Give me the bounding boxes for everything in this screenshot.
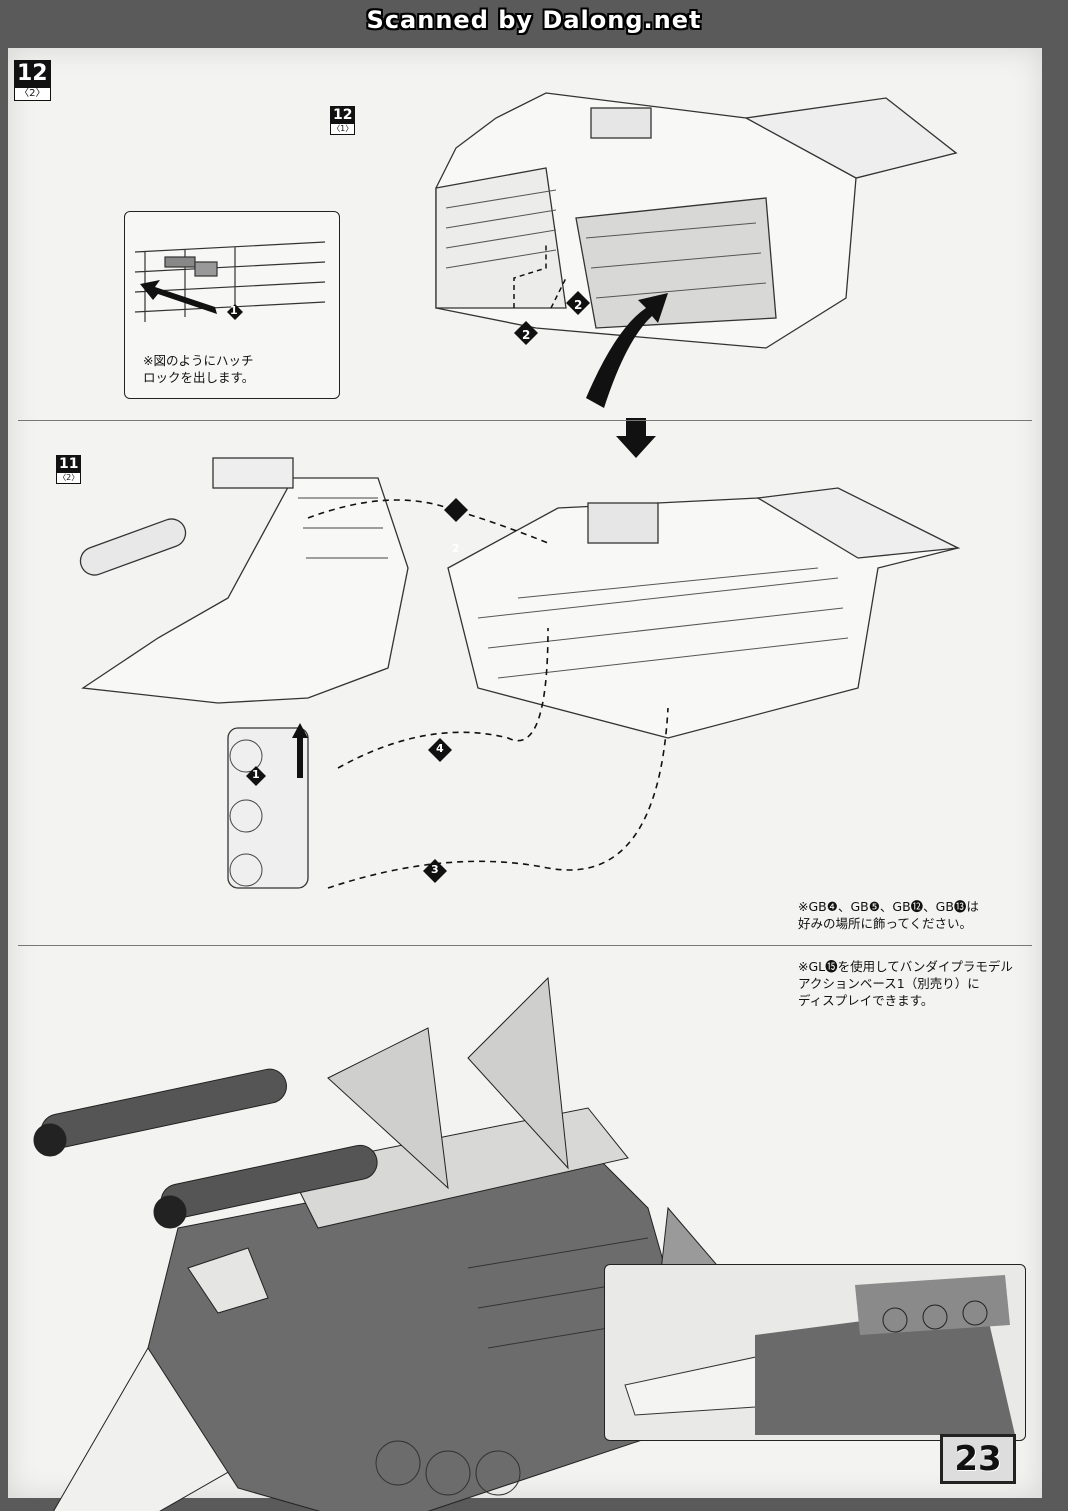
gb-parts-note: ※GB❹、GB❺、GB⓬、GB⓭は 好みの場所に飾ってください。: [798, 899, 979, 931]
ref-sub: 〈1〉: [330, 124, 356, 135]
down-arrow-icon: [616, 418, 656, 458]
ref-number: 12: [330, 106, 356, 124]
manual-page: 12 〈2〉 12 〈1〉 ※図のようにハッチ ロックを出します。 1: [8, 48, 1042, 1511]
front-module-diagram: [79, 457, 409, 889]
step-number: 12: [14, 60, 51, 88]
step-badge-top: 12 〈2〉: [14, 60, 51, 101]
hatch-lock-inset: ※図のようにハッチ ロックを出します。: [124, 211, 340, 399]
hatch-lock-note: ※図のようにハッチ ロックを出します。: [143, 353, 255, 385]
section-divider-2: [18, 945, 1032, 946]
callout-top-two-b: 2: [574, 298, 583, 312]
dashed-connectors: [307, 498, 669, 889]
step-ref-badge-top: 12 〈1〉: [330, 106, 356, 135]
vehicle-diagram-mid: [447, 487, 961, 739]
gl-display-note: ※GL⓯を使用してバンダイプラモデル アクションベース1（別売り）に ディスプレ…: [798, 959, 1013, 1008]
callout-inset-one-label: 1: [230, 304, 238, 317]
callout-mid-two: 2: [452, 542, 460, 555]
callout-mid-one-mark: [246, 766, 266, 786]
callout-top-two-a: 2: [522, 328, 531, 342]
ref-sub-mid: 〈2〉: [56, 473, 82, 484]
callout-mid-one: 1: [252, 768, 260, 781]
display-base-illustration: [624, 1275, 1015, 1435]
page-number: 23: [940, 1434, 1016, 1484]
callout-inset-one: [227, 304, 243, 320]
callout-mid-three: 3: [431, 863, 439, 876]
vehicle-diagram-top: [435, 92, 958, 408]
step-ref-badge-mid: 11 〈2〉: [56, 455, 82, 484]
hatch-lock-illustration: [134, 241, 326, 322]
scan-credit: Scanned by Dalong.net: [366, 6, 702, 34]
ref-number-mid: 11: [56, 455, 82, 473]
step-sub: 〈2〉: [14, 88, 51, 101]
callout-mid-four: 4: [436, 742, 444, 755]
inset-display-photo: [604, 1264, 1026, 1441]
section-divider-1: [18, 420, 1032, 421]
